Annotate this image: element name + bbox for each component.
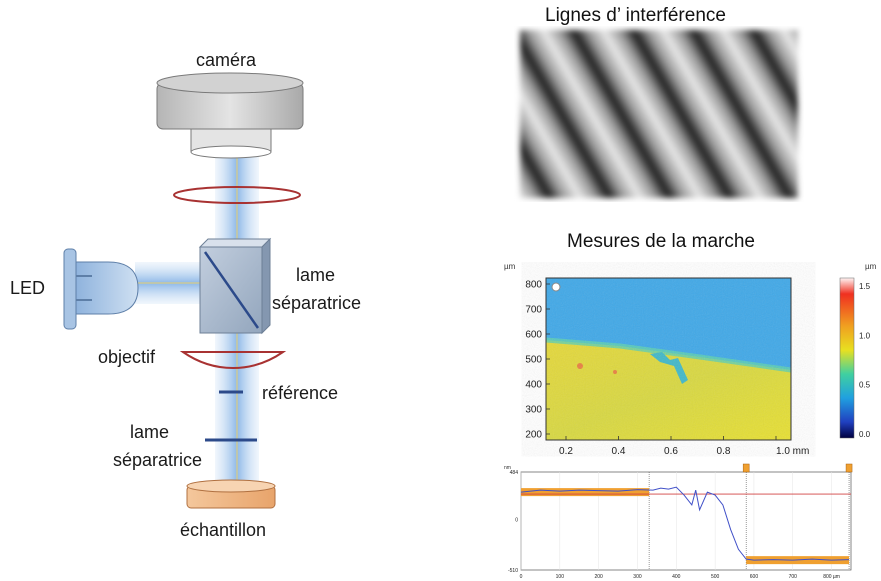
colorbar xyxy=(839,277,855,439)
beam-splitter-2-label-line2: séparatrice xyxy=(113,450,203,470)
camera xyxy=(156,72,304,159)
sample xyxy=(186,479,276,509)
profile-line xyxy=(520,486,850,561)
y-unit-label: µm xyxy=(504,262,516,271)
objective-label: objectif xyxy=(98,347,156,367)
profile-x-tick-label: 800 µm xyxy=(823,574,840,580)
fringes-title: Lignes d’ interférence xyxy=(545,5,726,26)
interferometer-diagram xyxy=(63,72,304,509)
heatmap-y-tick-label: 500 xyxy=(525,355,542,366)
height-map: µm 800 700 600 500 400 300 200 0.2 0.4 0.6 0.8 1.0… xyxy=(504,262,877,457)
profile-x-tick-label: 400 xyxy=(672,574,681,580)
cursor-handle[interactable] xyxy=(742,463,750,473)
heatmap-x-tick-label: 0.8 xyxy=(717,446,731,457)
profile-y-tick-label: 484 xyxy=(510,470,519,476)
heatmap-y-tick-label: 200 xyxy=(525,430,542,441)
profile-y-tick-label: 0 xyxy=(515,518,518,524)
cursor-handle[interactable] xyxy=(845,463,853,473)
profile-y-tick-label: -510 xyxy=(508,568,518,574)
sample-label: échantillon xyxy=(180,520,267,540)
heatmap-y-tick-label: 400 xyxy=(525,380,542,391)
beam-splitter-cube xyxy=(198,237,272,335)
profile-x-tick-label: 300 xyxy=(633,574,642,580)
fit-region xyxy=(521,488,650,497)
beam-splitter-label-line2: séparatrice xyxy=(272,293,362,313)
colorbar-tick-label: 1.0 xyxy=(859,331,871,340)
heatmap-title: Mesures de la marche xyxy=(567,231,755,252)
colorbar-tick-label: 0.0 xyxy=(859,430,871,439)
colorbar-tick-label: 0.5 xyxy=(859,381,871,390)
profile-x-tick-label: 600 xyxy=(750,574,759,580)
profile-y-unit: nm xyxy=(504,465,511,471)
heatmap-x-tick-label: 0.2 xyxy=(559,446,573,457)
objective-lens xyxy=(179,351,287,370)
profile-x-tick-label: 100 xyxy=(556,574,565,580)
heatmap-y-tick-label: 600 xyxy=(525,330,542,341)
led-label: LED xyxy=(10,278,46,298)
beam-splitter-label-line1: lame xyxy=(296,265,336,285)
interference-fringes-image xyxy=(514,26,804,202)
led-source xyxy=(63,248,139,330)
heatmap-y-tick-label: 800 xyxy=(525,280,542,291)
profile-x-tick-label: 500 xyxy=(711,574,720,580)
zoom-icon xyxy=(551,282,561,292)
tube-lens xyxy=(173,186,301,204)
heatmap-x-tick-label: 0.6 xyxy=(664,446,678,457)
profile-frame xyxy=(520,471,852,571)
colorbar-unit: µm xyxy=(865,262,877,271)
heatmap-y-tick-label: 700 xyxy=(525,305,542,316)
heatmap-x-tick-label: 1.0 mm xyxy=(776,446,809,457)
heatmap-x-tick-label: 0.4 xyxy=(612,446,626,457)
profile-x-tick-label: 200 xyxy=(594,574,603,580)
camera-label: caméra xyxy=(196,50,257,70)
profile-x-tick-label: 700 xyxy=(789,574,798,580)
heatmap-y-tick-label: 300 xyxy=(525,405,542,416)
colorbar-tick-label: 1.5 xyxy=(859,282,871,291)
beam-splitter-2-label-line1: lame xyxy=(130,422,170,442)
reference-label: référence xyxy=(262,383,339,403)
profile-x-tick-label: 0 xyxy=(520,574,523,580)
